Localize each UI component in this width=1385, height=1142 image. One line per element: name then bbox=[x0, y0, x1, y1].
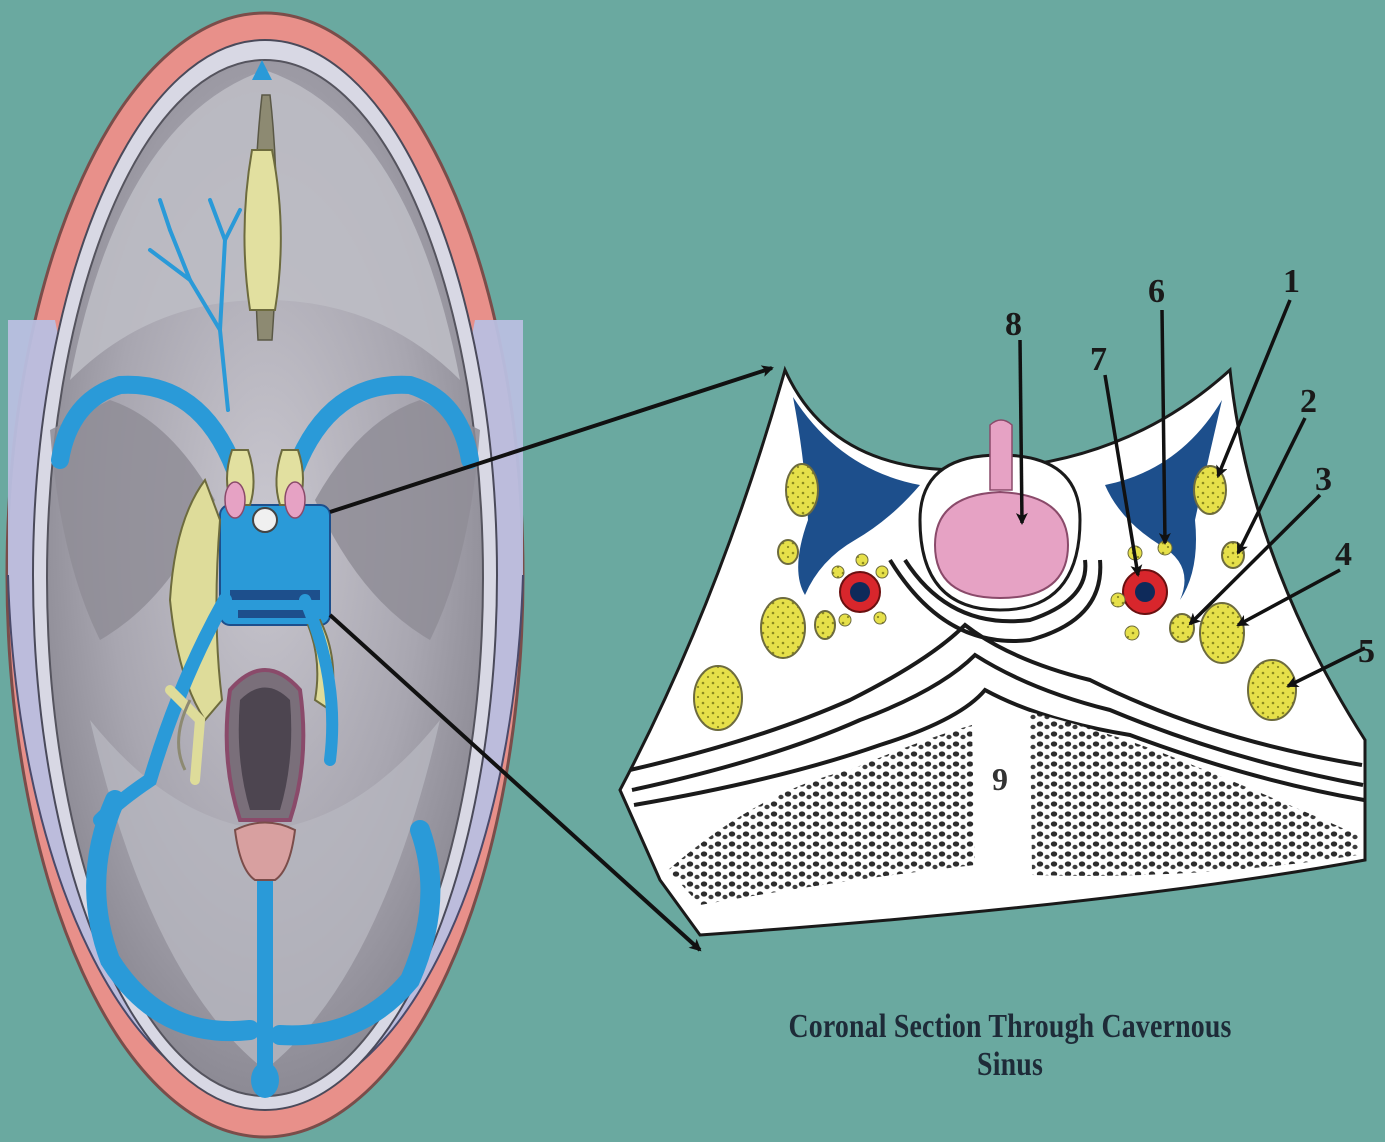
confluence-of-sinuses bbox=[251, 1062, 279, 1098]
nerve-left-5 bbox=[694, 666, 742, 730]
nerve-left-4 bbox=[761, 598, 805, 658]
label-6: 6 bbox=[1148, 273, 1165, 310]
label-9: 9 bbox=[992, 761, 1008, 797]
olfactory-bulb bbox=[244, 150, 280, 310]
nerve-right-3 bbox=[1170, 614, 1194, 642]
label-5: 5 bbox=[1358, 633, 1375, 670]
nerve-right-4 bbox=[1200, 603, 1244, 663]
skull-base-illustration bbox=[7, 13, 523, 1137]
nerve-left-2 bbox=[778, 540, 798, 564]
nerve-right-5 bbox=[1248, 660, 1296, 720]
label-8: 8 bbox=[1005, 306, 1022, 343]
pituitary-gland bbox=[935, 492, 1068, 598]
label-7: 7 bbox=[1090, 341, 1107, 378]
nerve-right-1 bbox=[1194, 466, 1226, 514]
label-3: 3 bbox=[1315, 461, 1332, 498]
label-2: 2 bbox=[1300, 383, 1317, 420]
nerve-left-1 bbox=[786, 464, 818, 516]
pituitary-stalk bbox=[990, 420, 1012, 490]
label-1: 1 bbox=[1283, 263, 1300, 300]
figure-caption: Coronal Section Through Cavernous Sinus bbox=[756, 1008, 1264, 1084]
label-4: 4 bbox=[1335, 536, 1352, 573]
coronal-section-illustration bbox=[620, 370, 1365, 935]
nerve-left-3 bbox=[815, 611, 835, 639]
